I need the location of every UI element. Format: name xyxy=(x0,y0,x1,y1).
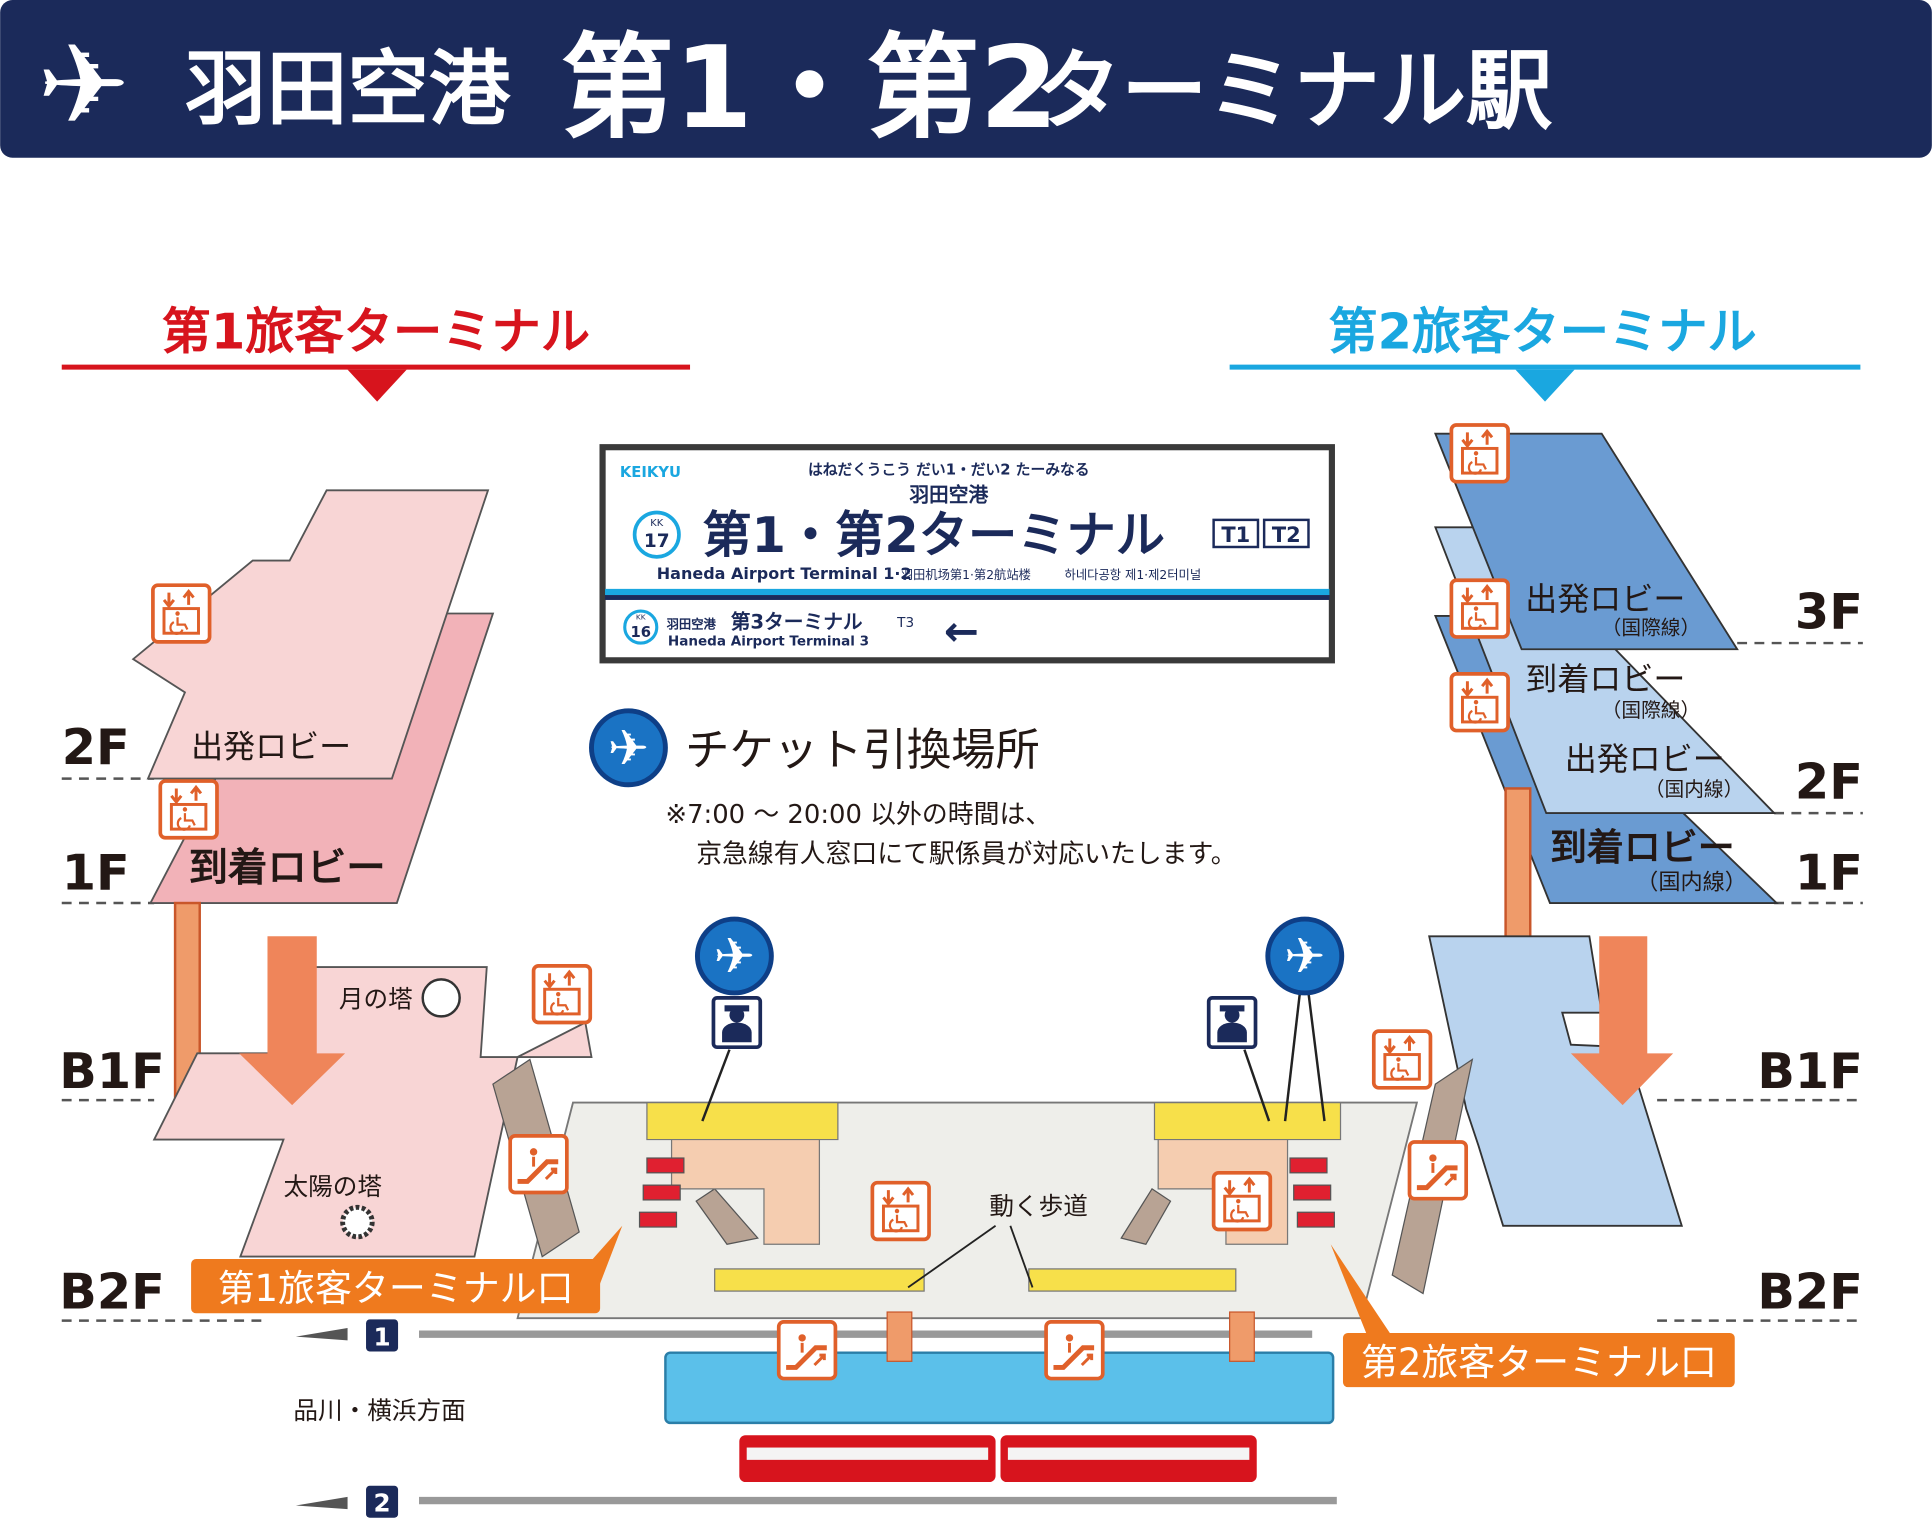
t2-pillar xyxy=(1504,787,1532,948)
escalator-icon xyxy=(779,1322,836,1379)
track-2-number: 2 xyxy=(373,1489,390,1518)
ticket-note-2: 京急線有人窓口にて駅係員が対応いたします。 xyxy=(696,839,1236,869)
floor-label: B2F xyxy=(1757,1262,1862,1320)
sign-station-name: 第1・第2ターミナル xyxy=(702,506,1165,564)
t2-dep-intl-sub: （国際線） xyxy=(1602,616,1701,639)
elevator-icon xyxy=(531,964,593,1025)
t2-dep-dom-label: 出発ロビー xyxy=(1565,740,1725,778)
track-1-badge xyxy=(366,1319,399,1352)
sign-next-area: 羽田空港 xyxy=(667,616,717,631)
floor-label: 1F xyxy=(1795,843,1863,901)
sun-icon xyxy=(340,1204,375,1240)
train xyxy=(739,1435,1257,1483)
ticket-exchange-airplane-icon xyxy=(1268,919,1342,993)
t1-exit-badge xyxy=(191,1259,601,1314)
floor-label: B1F xyxy=(1757,1042,1862,1100)
airplane-logo-icon: ✈ xyxy=(37,21,130,150)
t2-arr-intl-label: 到着ロビー xyxy=(1525,660,1685,698)
t1-exit-label: 第1旅客ターミナル口 xyxy=(218,1267,574,1310)
sign-code-line: KK xyxy=(650,518,663,529)
moving-walkway-label: 動く歩道 xyxy=(989,1192,1088,1221)
moon-tower-label: 月の塔 xyxy=(339,985,413,1014)
sign-kana: はねだくうこう だい1・だい2 たーみなる xyxy=(808,461,1090,478)
floor-lines xyxy=(61,641,1863,1322)
escalator-icon xyxy=(510,1136,567,1193)
sign-chinese: 羽田机场第1·第2航站楼 xyxy=(901,567,1031,582)
floor-label: 1F xyxy=(62,843,130,901)
platform xyxy=(664,1351,1335,1425)
t1-down-arrow xyxy=(239,936,346,1106)
moving-walkway-2 xyxy=(1028,1268,1237,1292)
sign-next-name: 第3ターミナル xyxy=(731,610,863,633)
t2-dep-dom-sub: （国内線） xyxy=(1645,778,1744,801)
t1-arrival-label: 到着ロビー xyxy=(189,845,386,891)
track-1-number: 1 xyxy=(373,1322,390,1351)
t1-ticket-area xyxy=(646,1101,839,1141)
station-sign: KEIKYU はねだくうこう だい1・だい2 たーみなる 羽田空港 KK 17 … xyxy=(599,444,1335,664)
sign-code-num: 17 xyxy=(644,531,670,552)
elevator-icon xyxy=(151,583,212,644)
direction-label: 品川・横浜方面 xyxy=(293,1396,465,1425)
terminal1-pointer xyxy=(347,369,407,402)
escalator-icon xyxy=(1410,1142,1467,1199)
ticket-exchange-title: チケット引換場所 xyxy=(685,725,1040,776)
ticket-exchange-airplane-icon xyxy=(697,919,771,993)
sign-next-english: Haneda Airport Terminal 3 xyxy=(668,634,869,650)
ticket-gates xyxy=(638,1157,1335,1228)
elevator-icon xyxy=(870,1180,931,1242)
keikyu-logo: KEIKYU xyxy=(620,464,681,481)
t2-ticket-area xyxy=(1153,1101,1342,1141)
elevator-icon xyxy=(1449,578,1510,639)
elevator-icon xyxy=(1449,423,1510,484)
t2-exit-label: 第2旅客ターミナル口 xyxy=(1361,1341,1717,1384)
moving-walkway-1 xyxy=(714,1268,925,1292)
moon-icon xyxy=(421,978,461,1018)
floor-label: B2F xyxy=(59,1262,164,1320)
ticket-note-1: ※7:00 ～ 20:00 以外の時間は、 xyxy=(665,800,1051,830)
t2-arr-intl-sub: （国際線） xyxy=(1602,699,1701,722)
direction-arrow-icon xyxy=(295,1496,348,1510)
ticket-exchange-airplane-icon xyxy=(591,711,665,785)
t2-arr-dom-sub: （国内線） xyxy=(1636,869,1747,895)
staff-icon xyxy=(1206,996,1258,1050)
header-main: 第1・第2 xyxy=(561,22,1059,154)
track-2-badge xyxy=(366,1485,399,1518)
elevator-icon xyxy=(1211,1170,1273,1232)
terminal1-title: 第1旅客ターミナル xyxy=(162,303,590,361)
sign-badge-t2: T2 xyxy=(1272,523,1301,547)
elevator-icon xyxy=(158,779,219,840)
elevator-icon xyxy=(1371,1029,1433,1090)
header-bar xyxy=(0,0,1932,158)
sign-next-badge: T3 xyxy=(896,615,914,631)
t2-exit-badge xyxy=(1342,1332,1735,1388)
direction-arrow-icon xyxy=(295,1328,348,1341)
t2-arr-dom-label: 到着ロビー xyxy=(1550,826,1735,869)
t1-b1-floor xyxy=(152,966,593,1258)
escalator-icon xyxy=(1046,1322,1103,1379)
staff-icon xyxy=(711,996,763,1050)
sign-area: 羽田空港 xyxy=(909,483,989,506)
floor-label: 2F xyxy=(1795,752,1863,810)
elevator-icon xyxy=(1449,672,1510,733)
header-prefix: 羽田空港 xyxy=(185,43,511,137)
header-suffix: ターミナル駅 xyxy=(1035,42,1552,142)
t1-departure-floor xyxy=(131,489,490,780)
t1-departure-label: 出発ロビー xyxy=(191,728,351,766)
t2-dep-intl-label: 出発ロビー xyxy=(1525,580,1685,618)
sign-english: Haneda Airport Terminal 1·2 xyxy=(657,564,912,583)
terminal2-title: 第2旅客ターミナル xyxy=(1328,303,1756,361)
floor-label: 2F xyxy=(62,718,130,776)
floor-label: 3F xyxy=(1795,582,1863,640)
t2-down-arrow xyxy=(1570,936,1674,1106)
t2-departure-intl-floor xyxy=(1434,432,1739,651)
sign-badge-t1: T1 xyxy=(1221,523,1250,547)
terminal2-pointer xyxy=(1515,369,1575,402)
sun-tower-label: 太陽の塔 xyxy=(283,1172,382,1201)
floor-label: B1F xyxy=(59,1042,164,1100)
sign-korean: 하네다공항 제1·제2터미널 xyxy=(1065,568,1202,582)
sign-arrow-left-icon: ← xyxy=(944,607,979,656)
svg-text:KK: KK xyxy=(636,613,646,622)
sign-next-code: 16 xyxy=(630,624,651,641)
